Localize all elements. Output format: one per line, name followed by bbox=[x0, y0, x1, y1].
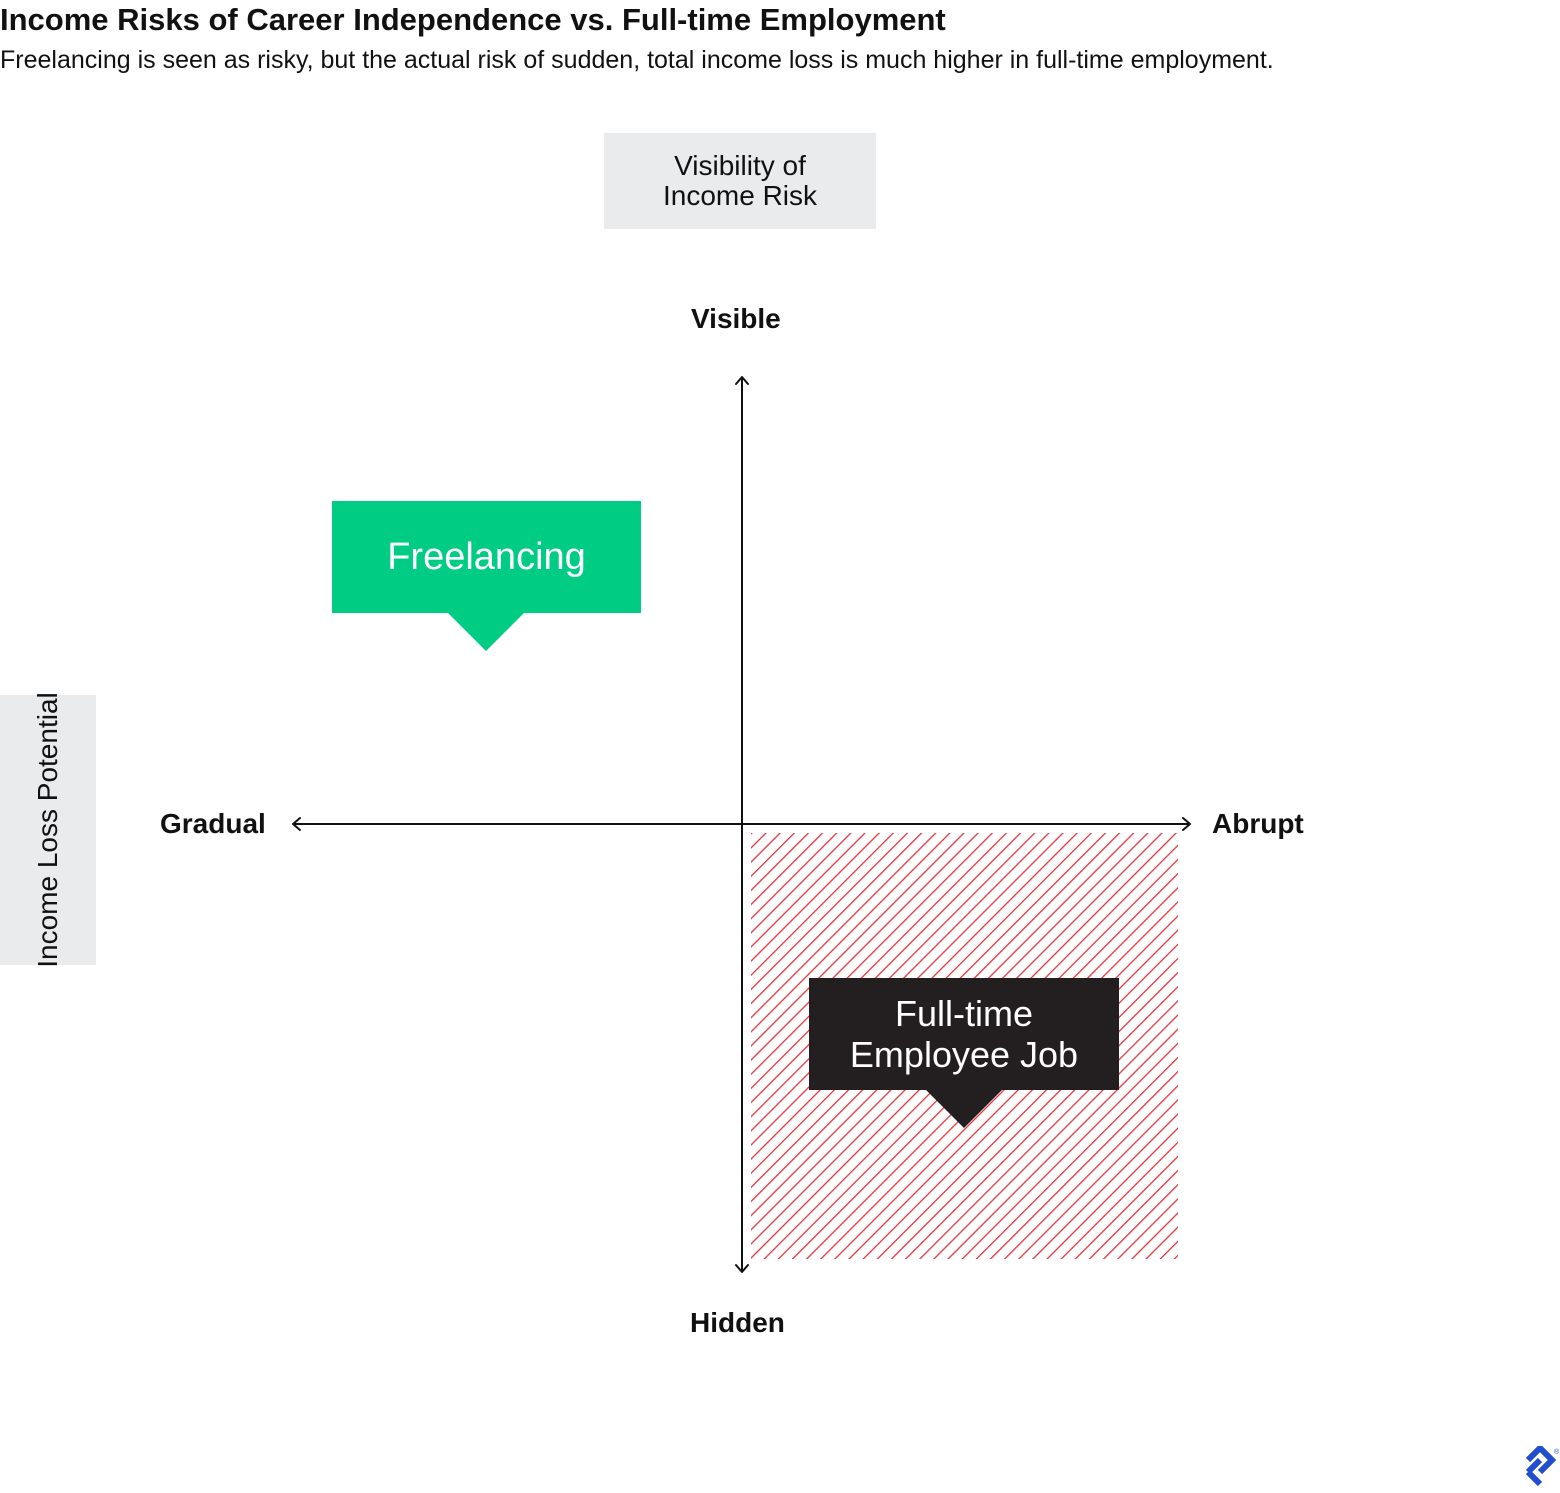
pole-label-visible: Visible bbox=[691, 303, 781, 334]
employee-callout-label: Full-time Employee Job bbox=[849, 993, 1079, 1075]
pole-label-hidden: Hidden bbox=[690, 1307, 785, 1338]
pole-label-abrupt: Abrupt bbox=[1212, 808, 1304, 839]
pole-label-gradual: Gradual bbox=[160, 808, 266, 839]
employee-callout: Full-time Employee Job bbox=[809, 978, 1119, 1090]
freelancing-callout-label: Freelancing bbox=[387, 535, 586, 578]
vertical-axis-label: Visibility of Income Risk bbox=[662, 150, 818, 211]
svg-text:®: ® bbox=[1554, 1448, 1560, 1456]
vertical-axis-label-box: Visibility of Income Risk bbox=[604, 133, 876, 229]
horizontal-axis-label-box: Income Loss Potential bbox=[0, 692, 96, 968]
employee-callout-pointer bbox=[926, 1090, 1002, 1128]
page-title: Income Risks of Career Independence vs. … bbox=[0, 2, 946, 37]
freelancing-callout-pointer bbox=[448, 613, 524, 651]
freelancing-callout: Freelancing bbox=[332, 501, 641, 613]
page-subtitle: Freelancing is seen as risky, but the ac… bbox=[0, 46, 1274, 74]
toptal-logo-icon: ® bbox=[1520, 1443, 1560, 1493]
horizontal-axis bbox=[292, 817, 1191, 831]
